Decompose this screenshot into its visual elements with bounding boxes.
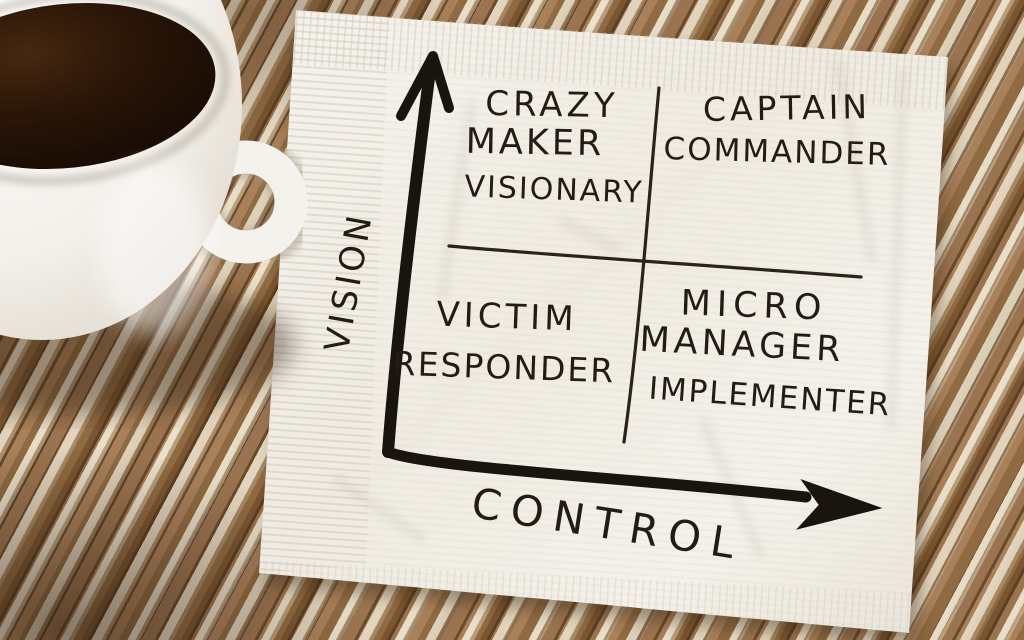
quadrant-bottom-left: VICTIM RESPONDER	[392, 295, 616, 391]
x-axis-line	[382, 446, 812, 503]
y-axis-arrowhead	[396, 51, 454, 121]
y-axis-line	[382, 64, 436, 458]
x-axis-arrowhead	[796, 479, 883, 530]
quadrant-top-left-line-1: CRAZY	[485, 84, 619, 126]
cup-rim-inner-shadow	[0, 0, 229, 185]
quadrant-top-right: CAPTAIN COMMANDER	[663, 87, 891, 173]
quadrant-bottom-left-line-2: RESPONDER	[392, 344, 616, 391]
coffee-cup	[0, 0, 314, 415]
napkin-weave-texture	[259, 10, 948, 633]
napkin-ribbed-bottom-border	[259, 561, 915, 633]
quadrant-top-left-line-3: VISIONARY	[464, 169, 644, 210]
quadrant-bottom-right-line-1: MICRO	[680, 283, 828, 328]
napkin-ribbed-left-border	[259, 10, 389, 573]
quadrant-top-left-line-2: MAKER	[465, 122, 604, 164]
cup-highlight	[100, 165, 210, 335]
napkin-ribbed-top-border	[291, 10, 948, 110]
quadrant-divider-vertical	[622, 86, 661, 444]
quadrant-top-right-line-1: CAPTAIN	[703, 87, 872, 129]
quadrant-bottom-left-line-1: VICTIM	[436, 295, 578, 340]
quadrant-top-right-line-2: COMMANDER	[663, 131, 891, 173]
quadrant-top-left: CRAZY MAKER VISIONARY	[464, 84, 644, 211]
coffee-liquid	[0, 2, 216, 170]
